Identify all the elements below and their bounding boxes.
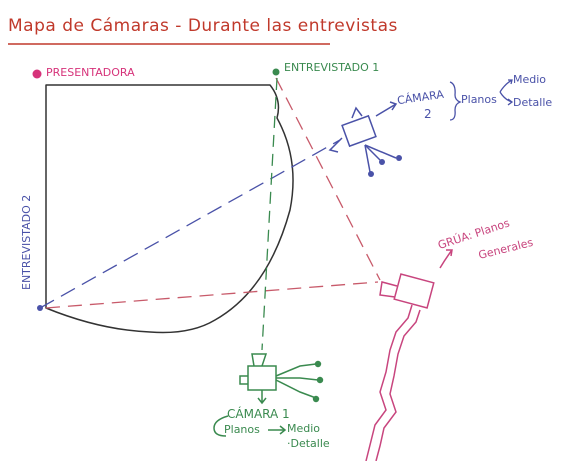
- camera1-shot-detalle: ·Detalle: [287, 437, 330, 450]
- camera2-sightline: [39, 139, 341, 309]
- set-outline: [45, 84, 294, 334]
- camera1-shot-medio: Medio: [287, 422, 321, 435]
- presenter-label: PRESENTADORA: [46, 66, 135, 79]
- diagram-title: Mapa de Cámaras - Durante las entrevista…: [8, 16, 398, 36]
- camera1-tripod-foot-3: [312, 395, 320, 403]
- interviewee2-dot: [37, 305, 43, 311]
- camera1-icon: [213, 353, 319, 437]
- camera2-shots-bracket: [449, 79, 514, 121]
- camera2-tripod-foot-3: [396, 155, 402, 161]
- interviewee1-label: ENTREVISTADO 1: [284, 61, 380, 74]
- camera1-tripod-foot-1: [314, 360, 322, 368]
- camera2-shots-label: Planos: [461, 93, 497, 106]
- camera1-shots-label: Planos: [224, 423, 260, 436]
- camera2-tripod-foot-2: [379, 159, 385, 165]
- camera2-shot-detalle: Detalle: [513, 96, 553, 109]
- crane-sightline-interviewee2: [45, 281, 379, 309]
- camera2-shot-medio: Medio: [513, 73, 547, 86]
- presenter-dot: [32, 69, 42, 79]
- crane-sightline-interviewee1: [275, 77, 381, 281]
- camera1-label: CÁMARA 1: [227, 407, 290, 421]
- interviewee2-label: ENTREVISTADO 2: [20, 194, 33, 290]
- camera2-number: 2: [424, 107, 432, 121]
- camera2-tripod-foot-1: [368, 171, 374, 177]
- camera2-icon: [328, 101, 398, 173]
- camera1-sightline: [261, 77, 278, 351]
- interviewee1-dot: [272, 68, 280, 76]
- camera1-tripod-foot-2: [316, 376, 324, 384]
- crane-icon: [365, 249, 453, 461]
